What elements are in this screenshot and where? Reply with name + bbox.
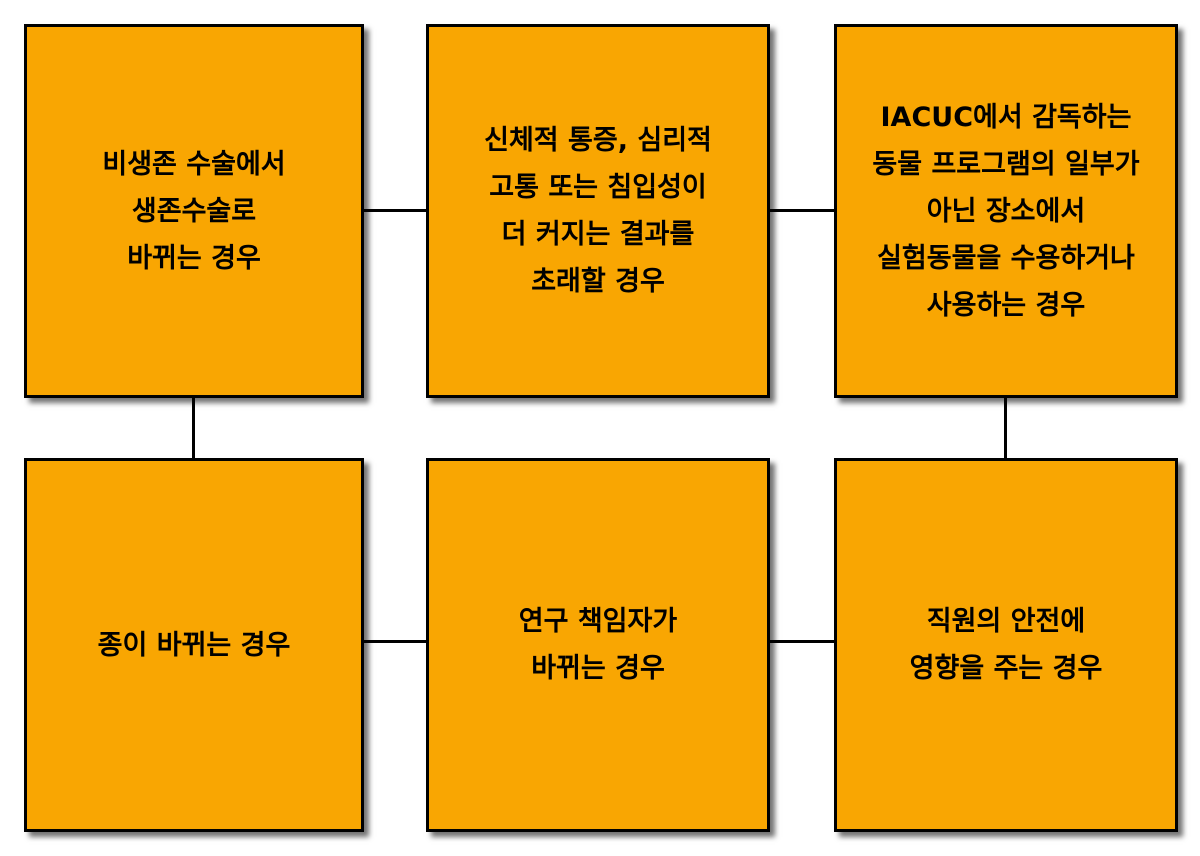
- box-bottom-center-text: 연구 책임자가 바뀌는 경우: [518, 606, 678, 684]
- box-top-right-text: IACUC에서 감독하는 동물 프로그램의 일부가 아닌 장소에서 실험동물을 …: [872, 101, 1140, 321]
- connector-top-center-to-top-right: [766, 209, 838, 212]
- box-bottom-center: 연구 책임자가 바뀌는 경우: [426, 458, 770, 832]
- connector-bottom-left-to-bottom-center: [360, 640, 430, 643]
- box-bottom-left-text: 종이 바뀌는 경우: [97, 629, 291, 661]
- box-top-center: 신체적 통증, 심리적 고통 또는 침입성이 더 커지는 결과를 초래할 경우: [426, 24, 770, 398]
- box-top-left-text: 비생존 수술에서 생존수술로 바뀌는 경우: [102, 148, 286, 274]
- box-top-right: IACUC에서 감독하는 동물 프로그램의 일부가 아닌 장소에서 실험동물을 …: [834, 24, 1178, 398]
- box-bottom-right-text: 직원의 안전에 영향을 주는 경우: [909, 606, 1103, 684]
- box-bottom-left: 종이 바뀌는 경우: [24, 458, 364, 832]
- connector-top-left-to-bottom-left: [192, 394, 195, 462]
- connector-top-left-to-top-center: [360, 209, 430, 212]
- box-bottom-right: 직원의 안전에 영향을 주는 경우: [834, 458, 1178, 832]
- box-top-left: 비생존 수술에서 생존수술로 바뀌는 경우: [24, 24, 364, 398]
- box-top-center-text: 신체적 통증, 심리적 고통 또는 침입성이 더 커지는 결과를 초래할 경우: [484, 125, 712, 297]
- connector-bottom-center-to-bottom-right: [766, 640, 838, 643]
- connector-top-right-to-bottom-right: [1004, 394, 1007, 462]
